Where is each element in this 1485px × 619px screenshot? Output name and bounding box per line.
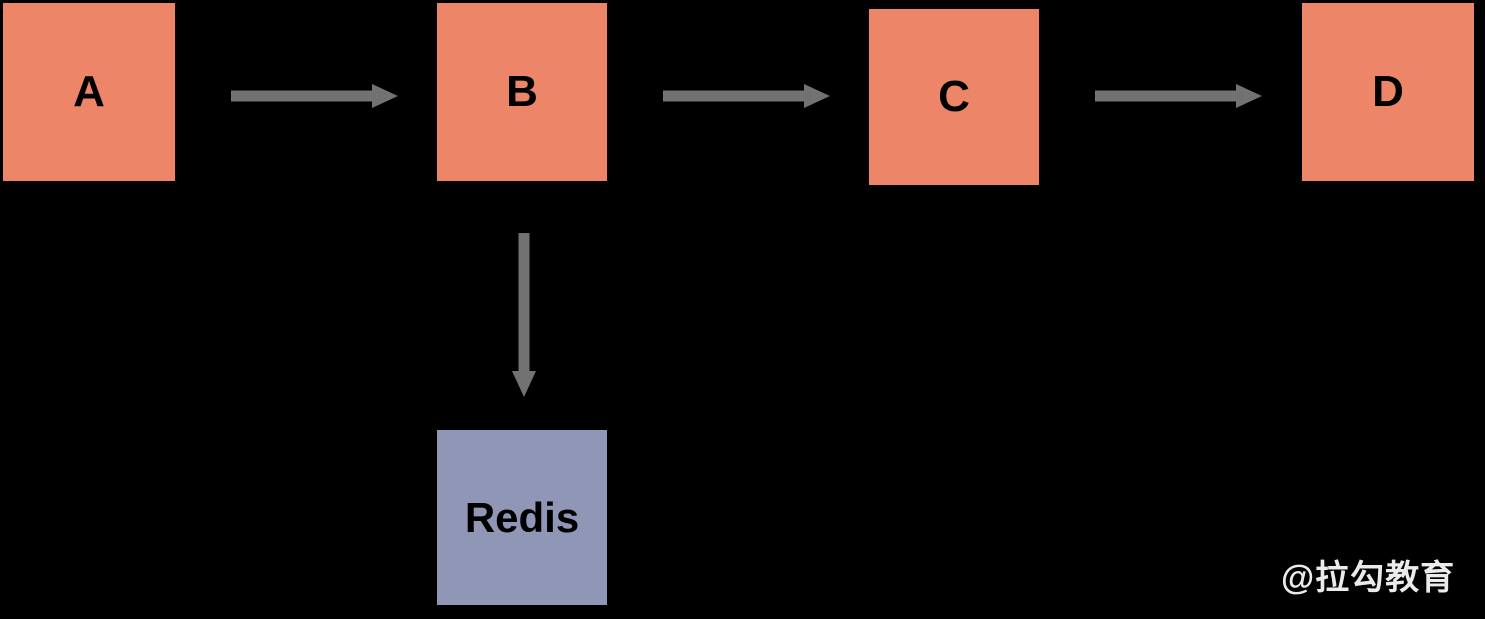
arrow-b-to-redis-icon xyxy=(512,233,536,397)
arrow-a-to-b-icon xyxy=(231,84,398,108)
arrow-b-to-c-icon xyxy=(663,84,830,108)
node-c-label: C xyxy=(938,72,970,121)
node-c[interactable]: C xyxy=(869,9,1039,185)
node-redis[interactable]: Redis xyxy=(437,430,607,605)
node-b[interactable]: B xyxy=(437,3,607,181)
node-b-label: B xyxy=(506,67,538,116)
arrow-c-to-d-icon xyxy=(1095,84,1262,108)
node-d[interactable]: D xyxy=(1302,3,1474,181)
node-a-label: A xyxy=(73,67,105,116)
node-a[interactable]: A xyxy=(3,3,175,181)
watermark: @拉勾教育 xyxy=(1281,559,1456,597)
node-redis-label: Redis xyxy=(464,493,580,541)
node-d-label: D xyxy=(1372,67,1404,116)
